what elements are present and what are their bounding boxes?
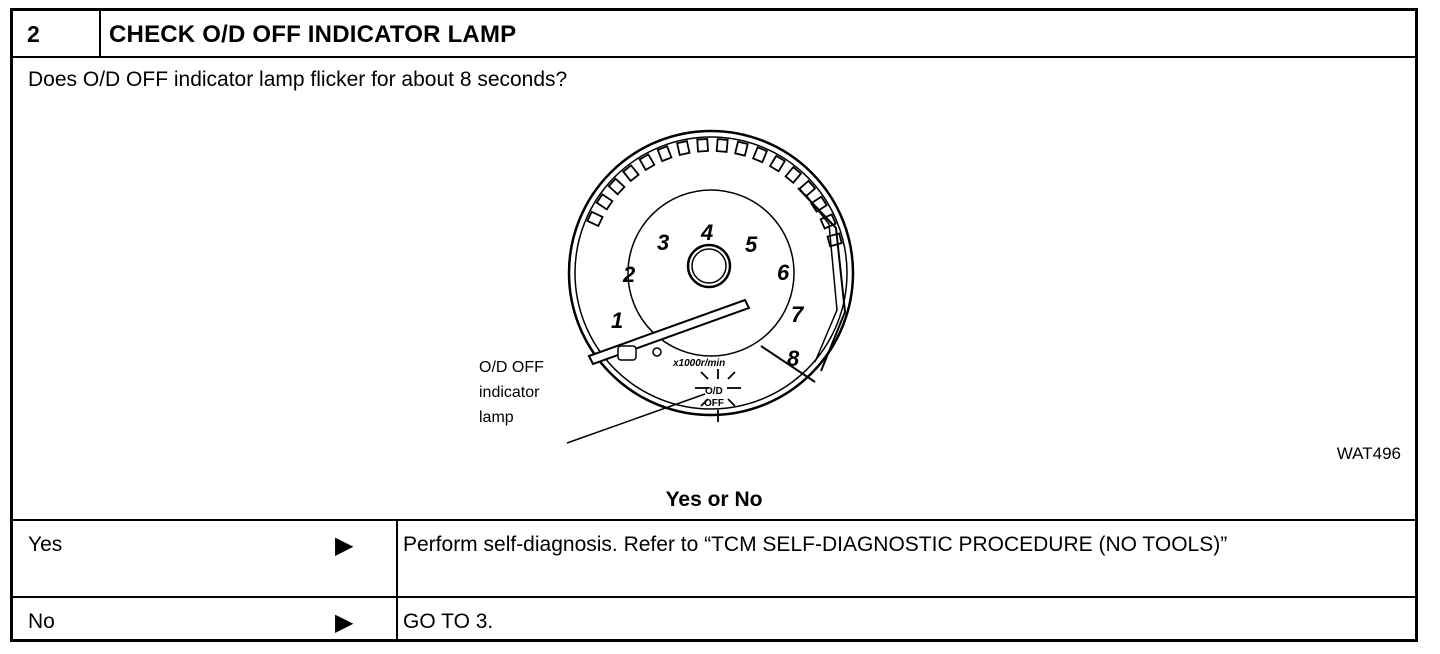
- tick-mark: [734, 140, 749, 157]
- step-title: CHECK O/D OFF INDICATOR LAMP: [109, 21, 517, 48]
- tick-mark: [621, 164, 640, 183]
- tick-mark: [595, 193, 614, 211]
- step-body: Does O/D OFF indicator lamp flicker for …: [13, 58, 1415, 521]
- callout-line-3: lamp: [479, 409, 514, 426]
- answer-result-yes: Perform self-diagnosis. Refer to “TCM SE…: [403, 533, 1228, 556]
- step-header: 2 CHECK O/D OFF INDICATOR LAMP: [13, 11, 1415, 58]
- gauge-number-8: 8: [787, 346, 800, 371]
- step-number: 2: [13, 11, 101, 56]
- tick-mark: [768, 154, 787, 173]
- gauge-unit-label: x1000r/min: [672, 358, 725, 369]
- tick-mark: [656, 145, 673, 163]
- column-divider: [396, 521, 398, 596]
- lamp-flicker-rays: [695, 369, 741, 422]
- answer-label-yes: Yes: [28, 533, 63, 556]
- gauge-number-2: 2: [622, 262, 636, 287]
- gauge-number-5: 5: [745, 232, 758, 257]
- procedure-table: 2 CHECK O/D OFF INDICATOR LAMP Does O/D …: [10, 8, 1418, 642]
- column-divider: [396, 598, 398, 642]
- tick-mark: [638, 153, 656, 172]
- tachometer-figure: 1 2 3 4 5 6 7 8 x1000r/min O/D OFF: [479, 129, 855, 444]
- tick-mark: [715, 138, 729, 153]
- tick-mark: [751, 146, 769, 164]
- arrow-right-icon: ▶: [335, 609, 354, 636]
- figure-id: WAT496: [1336, 444, 1401, 463]
- tick-mark: [696, 138, 709, 153]
- gauge-number-6: 6: [777, 260, 790, 285]
- answer-row-no: No ▶ GO TO 3.: [13, 598, 1415, 642]
- gauge-number-3: 3: [657, 230, 669, 255]
- arrow-right-icon: ▶: [335, 532, 354, 559]
- tick-mark: [586, 210, 604, 228]
- callout-line-2: indicator: [479, 384, 540, 401]
- gauge-number-4: 4: [700, 220, 713, 245]
- tick-mark: [809, 195, 828, 213]
- tick-mark: [784, 165, 803, 185]
- tick-marks: [586, 138, 843, 248]
- gauge-number-1: 1: [611, 308, 623, 333]
- lamp-text-od: O/D: [705, 386, 723, 397]
- tick-mark: [607, 177, 626, 196]
- tick-mark: [676, 140, 691, 157]
- answer-row-yes: Yes ▶ Perform self-diagnosis. Refer to “…: [13, 521, 1415, 598]
- yes-or-no-prompt: Yes or No: [665, 488, 763, 511]
- gauge-number-7: 7: [791, 302, 805, 327]
- answer-result-no: GO TO 3.: [403, 610, 494, 633]
- callout-line-1: O/D OFF: [479, 359, 544, 376]
- lamp-text-off: OFF: [704, 398, 724, 409]
- answer-label-no: No: [28, 610, 55, 633]
- question-text: Does O/D OFF indicator lamp flicker for …: [28, 68, 568, 91]
